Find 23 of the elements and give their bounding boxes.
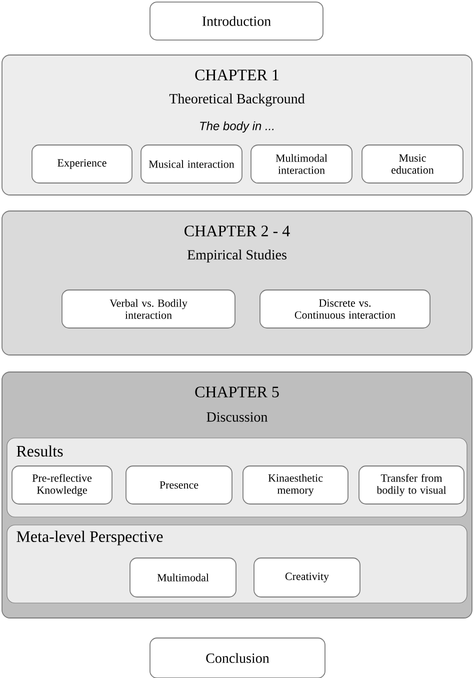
topic-box: Presence (126, 466, 232, 504)
chapter-subtitle: Theoretical Background (169, 94, 305, 106)
topic-box: Pre-reflective Knowledge (12, 466, 112, 504)
topic-box: Multimodal interaction (250, 144, 352, 184)
topic-box: Music education (362, 144, 464, 184)
chapter-subtitle: Discussion (206, 412, 268, 422)
topic-box: Discrete vs. Continuous interaction (260, 290, 430, 328)
topic-box: Verbal vs. Bodily interaction (62, 290, 236, 328)
section-heading: Results (16, 445, 63, 457)
topic-box: Kinaesthetic memory (242, 466, 348, 504)
chapter-heading: CHAPTER 2 - 4 (184, 226, 290, 236)
topic-box: Transfer from bodily to visual (358, 466, 464, 504)
chapter-heading: CHAPTER 5 (195, 386, 279, 398)
chapter-subtitle: Empirical Studies (187, 250, 286, 262)
topic-box: Experience (32, 144, 132, 184)
section-heading: Meta-level Perspective (16, 530, 163, 546)
topic-box: Creativity (254, 558, 360, 598)
topic-box: Multimodal (130, 558, 236, 598)
section-box: Conclusion (150, 638, 326, 678)
intro-phrase: The body in ... (200, 121, 274, 133)
section-box: Introduction (150, 2, 324, 40)
topic-box: Musical interaction (140, 144, 242, 184)
chapter-heading: CHAPTER 1 (195, 70, 278, 80)
